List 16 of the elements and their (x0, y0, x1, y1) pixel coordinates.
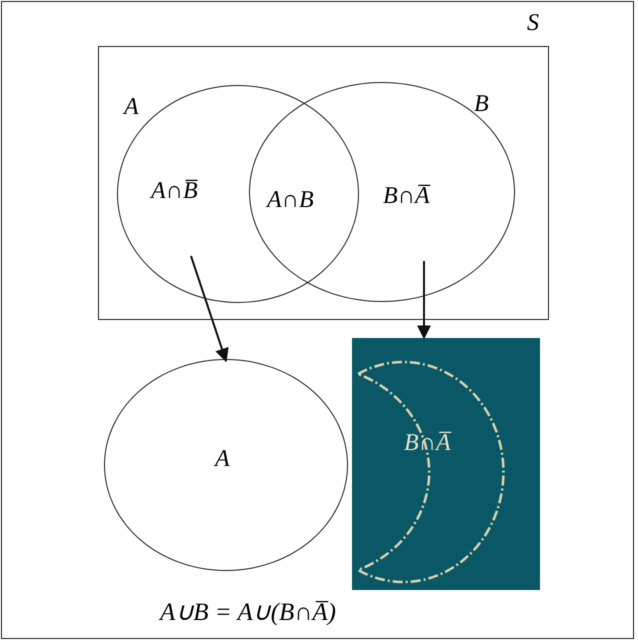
arrow (417, 261, 431, 340)
set-label: S (527, 10, 539, 36)
set-label: B (474, 91, 489, 117)
region-label: A∩B̅ (151, 178, 198, 204)
equation: A∪B = A∪(B∩A̅) (160, 600, 336, 626)
set-circle (104, 359, 348, 571)
set-label: A (124, 94, 139, 120)
rectangle (98, 46, 549, 320)
region-label: A∩B (267, 187, 314, 213)
set-label: A (215, 446, 230, 472)
arrow (190, 256, 229, 362)
set-circle (117, 85, 359, 303)
shaded-panel (352, 338, 540, 590)
set-circle (249, 82, 515, 302)
region-label: B∩A̅ (404, 430, 451, 456)
region-label: B∩A̅ (383, 183, 430, 209)
